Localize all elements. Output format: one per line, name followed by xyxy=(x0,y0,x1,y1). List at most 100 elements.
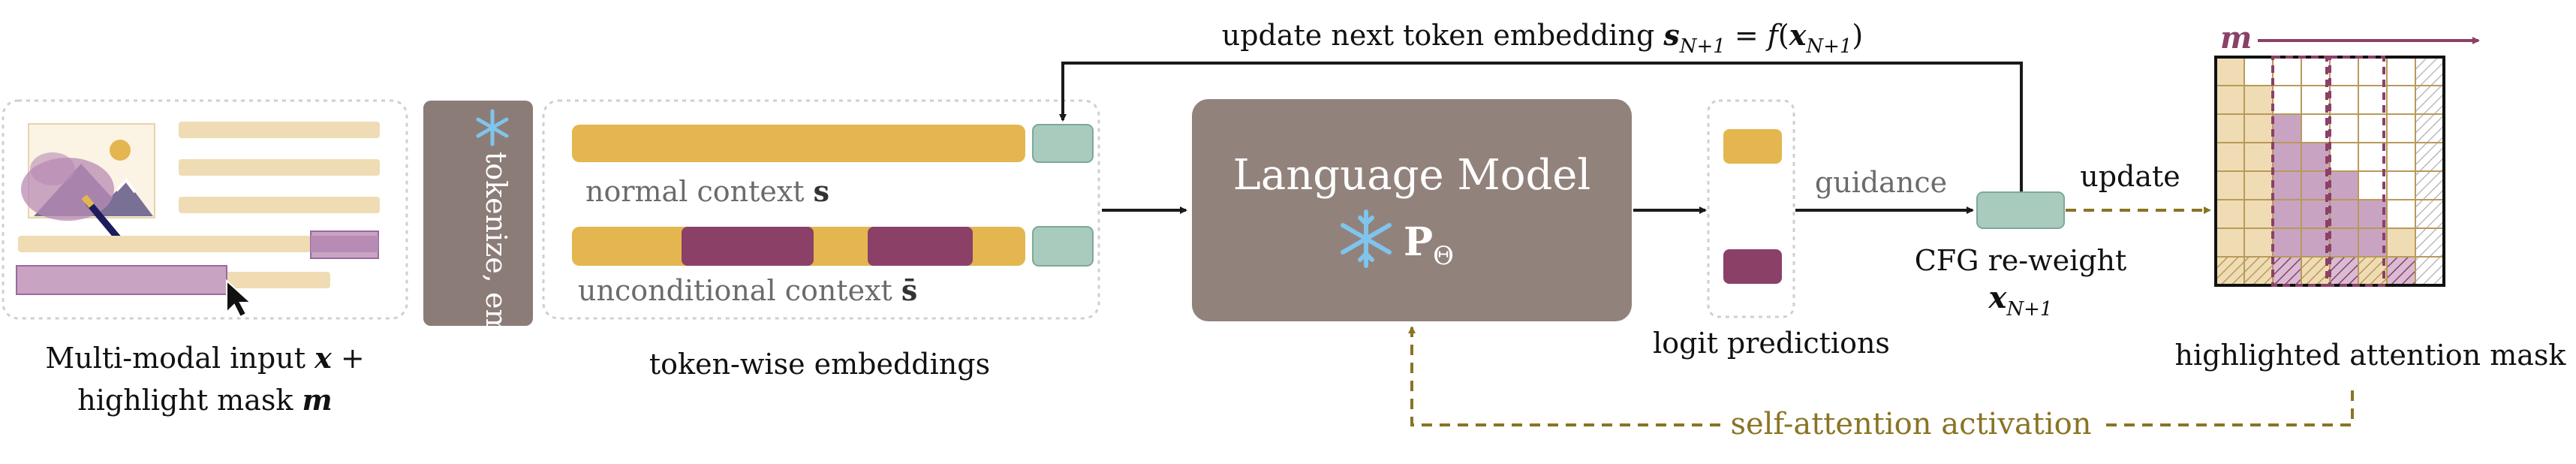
mask-cell xyxy=(2415,113,2445,143)
input-caption: Multi-modal input x + highlight mask m xyxy=(45,341,364,417)
normal-next-token xyxy=(1032,124,1094,163)
mask-cell xyxy=(2272,56,2302,86)
multimodal-input-panel xyxy=(2,99,408,320)
normal-context-label: normal context s xyxy=(585,174,829,208)
mask-cell xyxy=(2301,85,2331,115)
cfg-token xyxy=(1976,191,2065,229)
mask-cell xyxy=(2243,170,2274,200)
mask-cell xyxy=(2386,142,2416,172)
mask-cell xyxy=(2386,199,2416,229)
mask-cell xyxy=(2243,56,2274,86)
mask-cell xyxy=(2329,142,2359,172)
mask-cell xyxy=(2301,56,2331,86)
mask-cell xyxy=(2386,85,2416,115)
mask-cell xyxy=(2415,170,2445,200)
mask-cell xyxy=(2329,85,2359,115)
feedback-label: update next token embedding sN+1= f(xN+1… xyxy=(1222,18,1864,58)
mask-caption: highlighted attention mask xyxy=(2175,339,2567,372)
mask-cell xyxy=(2272,142,2302,172)
mask-cell xyxy=(2272,113,2302,143)
mask-cell xyxy=(2329,56,2359,86)
cursor-icon xyxy=(226,279,253,318)
sun-icon xyxy=(110,140,131,161)
mask-cell xyxy=(2272,227,2302,258)
mask-cell xyxy=(2415,199,2445,229)
mask-cell xyxy=(2243,142,2274,172)
cfg-label: CFG re-weight xyxy=(1915,244,2127,277)
mask-cell xyxy=(2272,85,2302,115)
mask-column-highlight xyxy=(2328,56,2385,287)
mask-cell xyxy=(2301,227,2331,258)
mask-cell xyxy=(2215,85,2245,115)
mask-cell xyxy=(2415,142,2445,172)
mask-grid xyxy=(2214,56,2445,287)
logits-caption: logit predictions xyxy=(1653,327,1890,360)
mask-cell xyxy=(2415,256,2445,286)
attention-mask: m xyxy=(2214,20,2480,287)
embeddings-panel: normal context s unconditional context s… xyxy=(542,99,1100,320)
lm-param: PΘ xyxy=(1404,219,1454,271)
svg-text:Multi-modal input x +: Multi-modal input x + xyxy=(45,341,364,375)
uncond-context-label: unconditional context s̄ xyxy=(578,273,917,307)
pencil-icon xyxy=(81,194,122,243)
cfg-node: CFG re-weight xN+1 xyxy=(1915,191,2127,321)
mask-cell xyxy=(2386,56,2416,86)
masked-token-1 xyxy=(682,227,814,266)
cfg-symbol: xN+1 xyxy=(1988,280,2053,321)
mask-cell xyxy=(2243,256,2274,286)
language-model-box: Language Model PΘ xyxy=(1192,99,1632,321)
mask-cell xyxy=(2358,199,2388,229)
mask-cell xyxy=(2215,256,2245,286)
mask-cell xyxy=(2329,227,2359,258)
mask-cell xyxy=(2215,170,2245,200)
highlight-bar-2 xyxy=(16,265,227,295)
logit-normal xyxy=(1723,129,1782,164)
mask-cell xyxy=(2243,199,2274,229)
mask-column-highlight xyxy=(2271,56,2328,287)
mask-cell xyxy=(2215,227,2245,258)
normal-context-bar xyxy=(572,125,1025,162)
mask-cell xyxy=(2215,113,2245,143)
mask-cell xyxy=(2415,227,2445,258)
svg-text:highlight mask m: highlight mask m xyxy=(77,383,332,417)
mask-cell xyxy=(2415,56,2445,86)
mask-cell xyxy=(2386,113,2416,143)
mask-cell xyxy=(2386,227,2416,258)
snowflake-icon xyxy=(1341,209,1392,268)
mask-m-label: m xyxy=(2220,20,2252,56)
mask-cell xyxy=(2386,256,2416,286)
feedback-arrow xyxy=(1059,62,2023,197)
mask-cell xyxy=(2272,256,2302,286)
mask-cell xyxy=(2215,56,2245,86)
mask-cell xyxy=(2243,85,2274,115)
logit-uncond xyxy=(1723,249,1782,284)
mask-cell xyxy=(2415,85,2445,115)
mask-cell xyxy=(2243,227,2274,258)
mask-cell xyxy=(2358,256,2388,286)
update-label: update xyxy=(2080,160,2180,193)
guidance-label: guidance xyxy=(1815,166,1947,199)
embeddings-caption: token-wise embeddings xyxy=(649,348,990,381)
masked-token-2 xyxy=(868,227,973,266)
mask-cell xyxy=(2272,199,2302,229)
mask-cell xyxy=(2329,113,2359,143)
mask-cell xyxy=(2215,199,2245,229)
mask-cell xyxy=(2386,170,2416,200)
mask-cell xyxy=(2243,113,2274,143)
mask-cell xyxy=(2358,142,2388,172)
tokenizer-box: tokenize, embeddingf xyxy=(423,101,533,464)
image-thumbnail xyxy=(21,123,155,243)
mask-cell xyxy=(2358,170,2388,200)
mask-cell xyxy=(2329,170,2359,200)
mask-cell xyxy=(2329,256,2359,286)
mask-cell xyxy=(2272,170,2302,200)
uncond-next-token xyxy=(1032,226,1094,267)
self-attention-label: self-attention activation xyxy=(1730,407,2091,441)
mask-cell xyxy=(2329,199,2359,229)
lm-title: Language Model xyxy=(1233,151,1591,200)
tokenizer-label: tokenize, embeddingf xyxy=(480,152,513,464)
snowflake-icon xyxy=(476,109,509,146)
mask-cell xyxy=(2358,113,2388,143)
mask-cell xyxy=(2215,142,2245,172)
